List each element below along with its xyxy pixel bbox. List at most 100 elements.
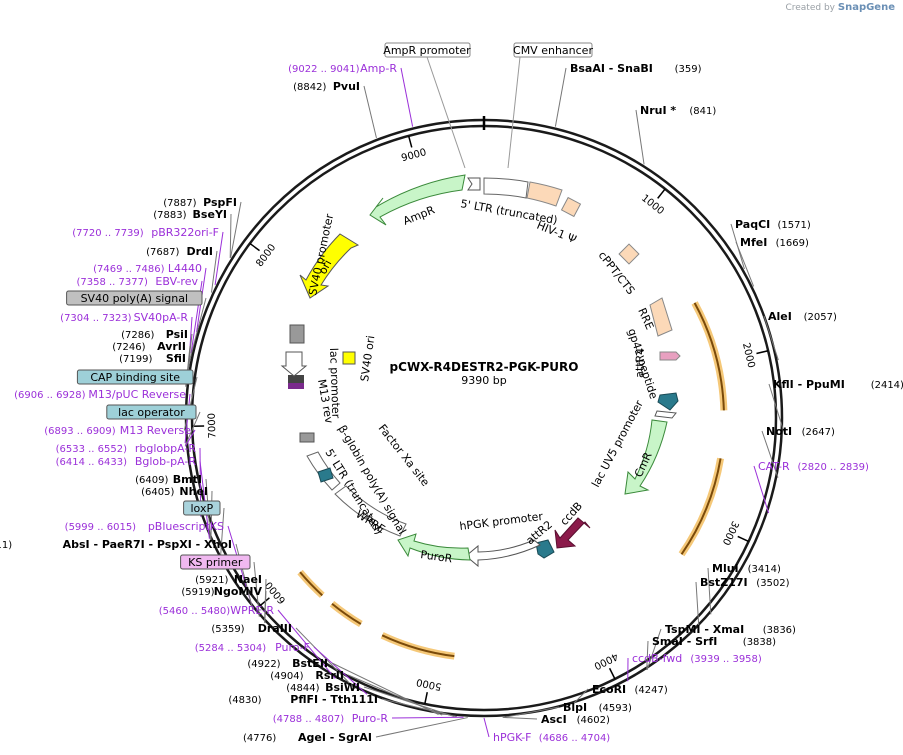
site-num: (4904) [270, 671, 303, 682]
ampr-promoter-arrow [467, 177, 481, 191]
leader-line [184, 411, 201, 446]
cmv-block [526, 181, 563, 207]
ltr-truncated-top[interactable] [483, 177, 529, 199]
ccdb-orf[interactable] [554, 517, 591, 549]
site-pspfi[interactable]: PspFI(7887) [163, 196, 237, 209]
site-loxp[interactable]: loxP [183, 500, 221, 516]
site-ccdbfwd[interactable]: ccdB-fwd(3939 .. 3958) [632, 652, 762, 665]
site-bsiwi[interactable]: BsiWI(4844) [286, 681, 360, 694]
site-sv40[interactable]: SV40 poly(A) signal [66, 290, 203, 306]
site-name: BsiWI [325, 681, 360, 694]
ampr-orf[interactable] [369, 174, 466, 226]
site-catr[interactable]: CAT-R(2820 .. 2839) [758, 460, 869, 473]
site-bsaai[interactable]: BsaAI - SnaBI(359) [570, 62, 702, 75]
site-puror[interactable]: Puro-R(4788 .. 4807) [273, 712, 389, 725]
site-m13[interactable]: M13 Reverse(6893 .. 6909) [44, 424, 191, 437]
site-ecori[interactable]: EcoRI(4247) [592, 683, 668, 696]
leader-line [502, 716, 538, 720]
site-pvui[interactable]: PvuI(8842) [293, 80, 360, 93]
site-alei[interactable]: AleI(2057) [768, 310, 837, 323]
site-name: KflI - PpuMI [773, 378, 845, 391]
site-num: (1571) [778, 220, 811, 231]
site-noti[interactable]: NotI(2647) [766, 425, 835, 438]
ori-feature[interactable] [299, 233, 360, 299]
site-smai[interactable]: SmaI - SrfI(3838) [652, 635, 776, 648]
site-nrui[interactable]: NruI *(841) [640, 104, 716, 117]
leader-line [504, 706, 560, 718]
tick-label: 4000 [592, 650, 620, 671]
site-ebvrev[interactable]: EBV-rev(7358 .. 7377) [76, 275, 198, 288]
site-num: (6011) [0, 540, 12, 551]
site-paqci[interactable]: PaqCI(1571) [735, 218, 811, 231]
site-name: PsiI [166, 328, 188, 341]
site-bstz17i[interactable]: BstZ17I(3502) [700, 576, 790, 589]
leader-line [763, 315, 779, 361]
site-m13puc[interactable]: M13/pUC Reverse(6906 .. 6928) [14, 388, 186, 401]
site-rsrii[interactable]: RsrII(4904) [270, 669, 344, 682]
site-name: AscI [541, 713, 567, 726]
leader-line [277, 609, 336, 679]
leader-line [363, 686, 455, 717]
site-bseyi[interactable]: BseYI(7883) [153, 208, 227, 221]
site-pflfi[interactable]: PflFI - Tth111I(4830) [228, 693, 378, 706]
site-cap[interactable]: CAP binding site [76, 369, 194, 385]
tick-mark [608, 667, 616, 680]
leader-line [572, 688, 589, 705]
site-ks[interactable]: KS primer [180, 554, 251, 570]
tick-mark [657, 188, 666, 199]
site-num: (4776) [243, 733, 276, 744]
site-num: (3838) [743, 637, 776, 648]
site-bsteii[interactable]: BstEII(4922) [247, 657, 328, 670]
site-ngomiv[interactable]: NgoMIV(5919) [181, 585, 262, 598]
site-bmti[interactable]: BmtI(6409) [135, 473, 202, 486]
site-draiii[interactable]: DraIII(5359) [211, 622, 292, 635]
site-blpi[interactable]: BlpI(4593) [563, 701, 632, 714]
bglobin-block [317, 467, 334, 483]
site-mfei[interactable]: MfeI(1669) [740, 236, 809, 249]
puror-orf[interactable] [397, 533, 471, 561]
site-name: DraIII [258, 622, 292, 635]
puror-label: PuroR [420, 548, 454, 565]
site-mlui[interactable]: MluI(3414) [712, 562, 781, 575]
site-pbr322orif[interactable]: pBR322ori-F(7720 .. 7739) [72, 226, 219, 239]
cmv-enhancer-box[interactable] [513, 42, 593, 58]
site-sfii[interactable]: SfiI(7199) [119, 352, 186, 365]
site-hpgkf[interactable]: hPGK-F(4686 .. 4704) [493, 731, 610, 744]
site-absi[interactable]: AbsI - PaeR7I - PspXI - XhoI(6011) [0, 538, 232, 551]
site-l4440[interactable]: L4440(7469 .. 7486) [93, 262, 202, 275]
site-lac[interactable]: lac operator [106, 404, 197, 420]
site-name: SV40pA-R [134, 311, 189, 324]
site-name: BmtI [173, 473, 202, 486]
cmr-orf[interactable] [624, 419, 668, 495]
site-naei[interactable]: NaeI(5921) [195, 573, 262, 586]
site-purof[interactable]: Puro-F(5284 .. 5304) [195, 641, 310, 654]
site-num: (6906 .. 6928) [14, 390, 86, 401]
attr4-arrow [657, 392, 679, 411]
site-box [180, 554, 251, 570]
site-pbluescriptks[interactable]: pBluescriptKS(5999 .. 6015) [65, 520, 224, 533]
site-wprer[interactable]: WPRE-R(5460 .. 5480) [159, 604, 275, 617]
site-name: MluI [712, 562, 739, 575]
site-drdi[interactable]: DrdI(7687) [146, 245, 213, 258]
site-asci[interactable]: AscI(4602) [541, 713, 610, 726]
site-rbglobpar[interactable]: rbglobpA-R(6533 .. 6552) [56, 442, 197, 455]
site-name: BsaAI - SnaBI [570, 62, 653, 75]
site-ampr[interactable]: Amp-R(9022 .. 9041) [288, 62, 397, 75]
site-name: MfeI [740, 236, 767, 249]
site-num: (5919) [181, 587, 214, 598]
site-bglobpar[interactable]: Bglob-pA-R(6414 .. 6433) [56, 455, 197, 468]
site-nhei[interactable]: NheI(6405) [141, 485, 208, 498]
tick-label: 8000 [254, 242, 278, 269]
site-sv40par[interactable]: SV40pA-R(7304 .. 7323) [60, 311, 188, 324]
site-kfli[interactable]: KflI - PpuMI(2414) [773, 378, 903, 391]
site-name: SfiI [166, 352, 186, 365]
leader-line [381, 698, 458, 718]
site-agei[interactable]: AgeI - SgrAI(4776) [243, 731, 372, 744]
site-tspmi[interactable]: TspMI - XmaI(3836) [665, 623, 796, 636]
tick-label: 9000 [400, 147, 427, 164]
site-name: pBluescriptKS [148, 520, 224, 533]
site-psii[interactable]: PsiI(7286) [121, 328, 188, 341]
site-avrii[interactable]: AvrII(7246) [112, 340, 186, 353]
site-num: (7358 .. 7377) [76, 277, 148, 288]
site-box [106, 404, 197, 420]
